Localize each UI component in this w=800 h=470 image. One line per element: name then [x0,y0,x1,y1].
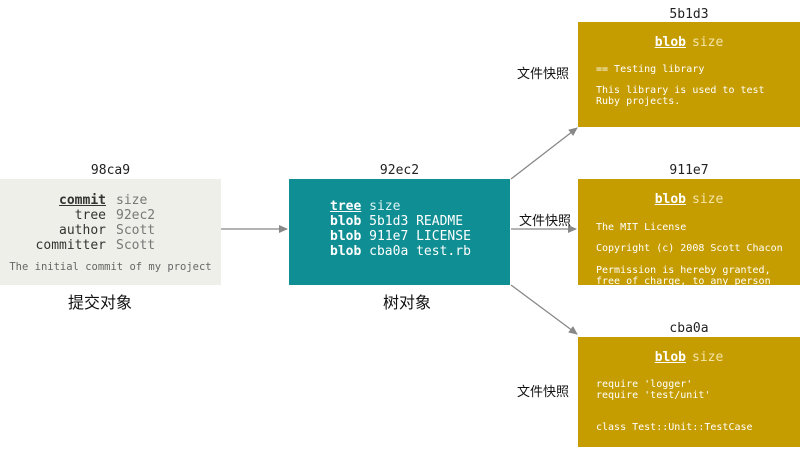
edge-label-snapshot-3: 文件快照 [517,385,570,400]
commit-row-commit: commit size [0,193,221,208]
commit-caption: 提交对象 [68,293,133,312]
tree-entry-type: blob [330,229,362,244]
commit-row-value: Scott [116,223,156,238]
blob-header: blob size [578,35,800,50]
tree-type-label: tree [330,199,362,214]
blob-object-box: blob size The MIT License Copyright (c) 2… [578,179,800,285]
tree-entry: blob 911e7 LICENSE [330,229,471,244]
tree-header-row: tree size [330,199,400,214]
blob-hash: 5b1d3 [669,7,709,22]
tree-entry-type: blob [330,214,362,229]
commit-row-key: tree [74,208,106,223]
blob-content-line: Ruby projects. [596,96,681,107]
commit-row-key: committer [35,238,106,253]
blob-content-line: require 'logger' [596,379,693,390]
blob-content-line: Copyright (c) 2008 Scott Chacon [596,243,783,254]
edge-label-snapshot-2: 文件快照 [519,214,572,229]
tree-size-label: size [369,199,401,214]
tree-entry-name: LICENSE [416,229,471,244]
tree-entry-hash: 5b1d3 [369,214,409,229]
commit-row-tree: tree 92ec2 [0,208,221,223]
commit-hash: 98ca9 [90,163,131,178]
blob-object-box: blob size require 'logger' require 'test/… [578,337,800,447]
tree-entry-hash: cba0a [369,244,409,259]
commit-message: The initial commit of my project [9,261,212,273]
tree-object-box: tree size blob 5b1d3 README blob 911e7 L… [289,179,510,285]
blob-object-box: blob size == Testing library This library… [578,22,800,127]
edge-label-snapshot-1: 文件快照 [517,67,570,82]
blob-type-label: blob [654,350,686,365]
blob-type-label: blob [654,192,686,207]
commit-row-key: author [59,223,106,238]
commit-row-value: Scott [116,238,156,253]
arrow-tree-to-blob-5b1d3 [510,127,578,180]
blob-type-label: blob [654,35,686,50]
blob-content-line: class Test::Unit::TestCase [596,422,753,433]
blob-hash: cba0a [669,321,709,336]
arrow-tree-to-blob-cba0a [510,284,578,335]
blob-size-label: size [692,192,724,207]
blob-size-label: size [692,35,724,50]
blob-content-line: Permission is hereby granted, [596,265,771,276]
tree-entry: blob cba0a test.rb [330,244,471,259]
tree-hash: 92ec2 [379,163,420,178]
blob-content-line: == Testing library [596,64,705,75]
commit-row-value: 92ec2 [116,208,156,223]
tree-caption: 树对象 [383,293,432,312]
blob-content-line: The MIT License [596,222,687,233]
blob-content-line: require 'test/unit' [596,390,711,401]
tree-entry-name: test.rb [416,244,471,259]
commit-row-key: commit [59,193,106,208]
commit-object-box: commit size tree 92ec2 author Scott comm… [0,179,221,285]
blob-header: blob size [578,192,800,207]
commit-row-value: size [116,193,148,208]
commit-row-committer: committer Scott [0,238,221,253]
tree-entry-name: README [416,214,464,229]
blob-header: blob size [578,350,800,365]
tree-entry-hash: 911e7 [369,229,409,244]
commit-row-author: author Scott [0,223,221,238]
blob-content-line: free of charge, to any person [596,276,771,285]
tree-entry: blob 5b1d3 README [330,214,463,229]
tree-entry-type: blob [330,244,362,259]
blob-hash: 911e7 [669,163,709,178]
blob-size-label: size [692,350,724,365]
blob-content-line: This library is used to test [596,85,765,96]
